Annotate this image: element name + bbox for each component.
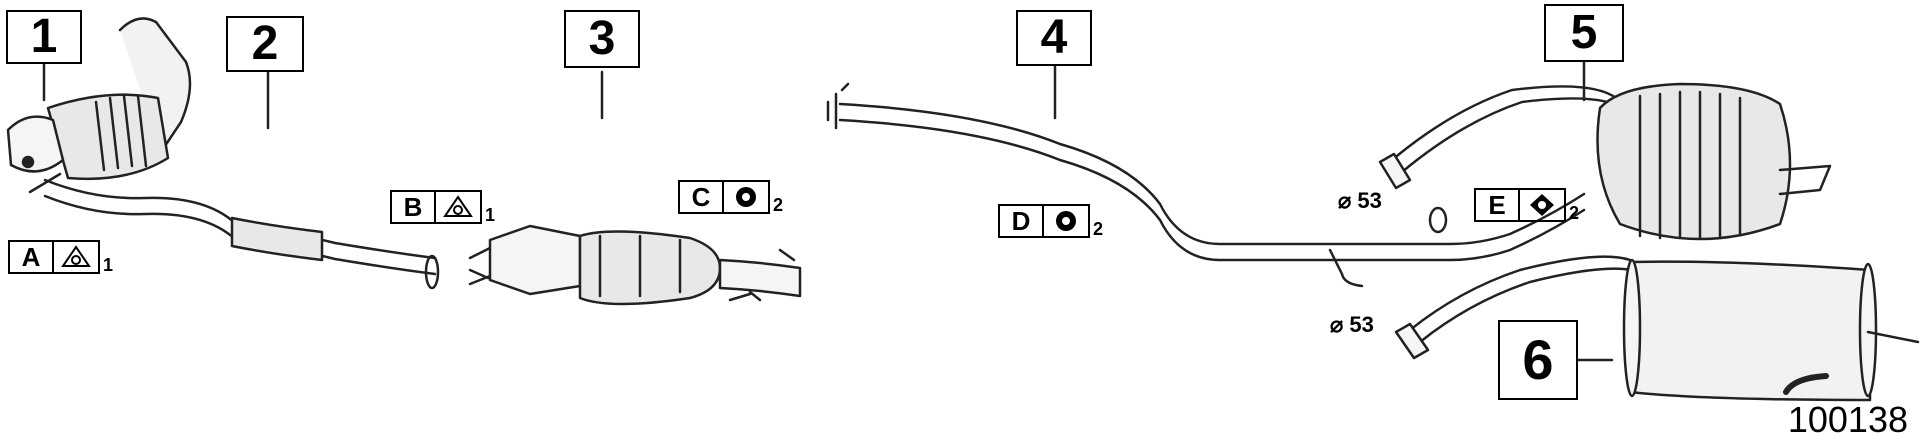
callout-3: 3 [564,10,640,68]
part-letter-a: A [8,240,54,274]
part-letter-e: E [1474,188,1520,222]
callout-5: 5 [1544,4,1624,62]
part-qty-c: 2 [773,195,784,215]
diameter-label-lower: ⌀ 53 [1330,312,1374,337]
part-box-a: A 1 [8,240,113,274]
callout-1: 1 [6,10,82,64]
diameter-label-upper: ⌀ 53 [1338,188,1382,213]
rear-silencer-drawing [1378,82,1832,241]
callout-6: 6 [1498,320,1578,400]
hanger-mount-icon [1520,188,1566,222]
callout-2: 2 [226,16,304,72]
part-letter-c: C [678,180,724,214]
rear-muffler-drawing [1394,255,1920,402]
part-box-b: B 1 [390,190,495,224]
gasket-icon [436,190,482,224]
particulate-filter-drawing [468,224,802,306]
callout-4: 4 [1016,10,1092,66]
rubber-mount-icon [724,180,770,214]
center-pipe-drawing [826,82,1586,288]
part-letter-d: D [998,204,1044,238]
reference-number: 100138 [1787,399,1908,440]
intermediate-pipe-drawing [28,172,440,290]
part-letter-b: B [390,190,436,224]
gasket-icon [54,240,100,274]
part-qty-a: 1 [103,255,114,275]
catalytic-converter-drawing [6,17,192,181]
part-box-c: C 2 [678,180,783,214]
part-qty-e: 2 [1569,203,1580,223]
part-qty-d: 2 [1093,219,1104,239]
part-box-e: E 2 [1474,188,1579,222]
part-box-d: D 2 [998,204,1103,238]
rubber-mount-icon [1044,204,1090,238]
part-qty-b: 1 [485,205,496,225]
